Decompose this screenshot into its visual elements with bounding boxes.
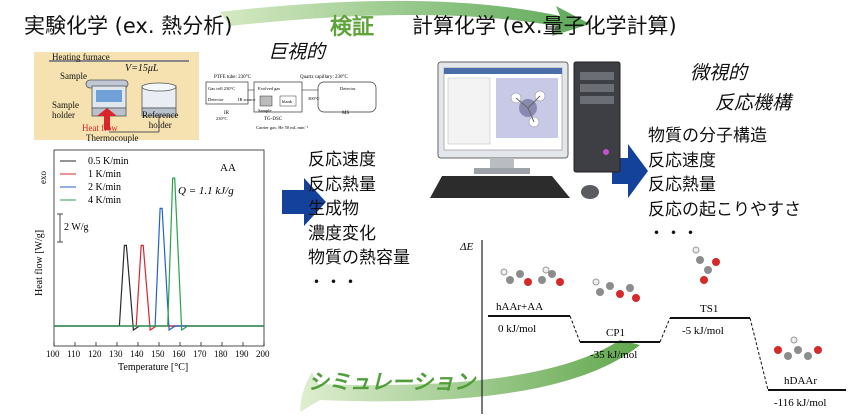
carrier-label: Carrier gas: He 50 mL min⁻¹ xyxy=(256,125,309,130)
ptfe-label: PTFE tube: 230°C xyxy=(214,75,252,80)
x-tick-label: 170 xyxy=(193,349,207,359)
arrow-to-comp-list xyxy=(612,144,648,198)
tg-dsc-label: TG-DSC xyxy=(264,117,283,122)
molecule-icon xyxy=(500,266,564,286)
comp-item-likelihood: 反応の起こりやすさ xyxy=(648,199,801,220)
ir-source-label: IR source xyxy=(238,97,255,102)
bottom-cycle-arrow xyxy=(300,340,640,412)
x-tick-label: 100 xyxy=(46,349,60,359)
comp-item-structure: 物質の分子構造 xyxy=(648,126,767,146)
legend-series-1: 0.5 K/min xyxy=(88,156,129,167)
arrow-to-exp-list xyxy=(282,178,326,226)
legend-series-3: 2 K/min xyxy=(88,182,121,193)
x-tick-label: 180 xyxy=(214,349,228,359)
simulation-label: シミュレーション xyxy=(308,370,476,394)
x-tick-label: 150 xyxy=(151,349,165,359)
quartz-label: Quartz capillary: 230°C xyxy=(300,75,348,80)
experimental-list: 反応速度 反応熱量 生成物 濃度変化 物質の熱容量 ・・・ xyxy=(308,148,410,295)
tg-dsc-schematic: PTFE tube: 230°C Quartz capillary: 230°C… xyxy=(200,70,384,132)
x-axis-label: Temperature [°C] xyxy=(118,362,188,373)
furnace-volume: V=15μL xyxy=(125,63,159,74)
macro-label: 巨視的 xyxy=(268,41,326,63)
exp-item-concentration: 濃度変化 xyxy=(308,223,376,244)
sample-label: Sample xyxy=(60,71,87,81)
temp230-label: 230°C xyxy=(216,116,228,121)
temp300-label: 300°C xyxy=(308,96,320,101)
comp-item-etc: ・・・ xyxy=(648,224,699,244)
state-energy-0: 0 kJ/mol xyxy=(498,323,536,335)
state-energy-1: -35 kJ/mol xyxy=(590,349,637,361)
heating-furnace-panel xyxy=(34,52,199,140)
experimental-title: 実験化学 (ex. 熱分析) xyxy=(24,14,233,38)
exp-item-heat: 反応熱量 xyxy=(308,174,376,195)
exp-item-heat-capacity: 物質の熱容量 xyxy=(308,248,410,268)
state-energy-2: -5 kJ/mol xyxy=(682,325,724,337)
delta-e-label: ΔE xyxy=(460,241,473,253)
ir-label: IR xyxy=(224,111,230,116)
exp-item-product: 生成物 xyxy=(308,199,359,219)
legend: 0.5 K/min 1 K/min 2 K/min 4 K/min xyxy=(60,156,129,206)
x-tick-label: 110 xyxy=(67,349,81,359)
computer-illustration xyxy=(430,61,621,199)
x-tick-label: 200 xyxy=(256,349,270,359)
x-tick-label: 190 xyxy=(235,349,249,359)
x-tick-label: 140 xyxy=(130,349,144,359)
scale-bar-label: 2 W/g xyxy=(64,222,89,233)
state-name-3: hDAAr xyxy=(784,375,817,387)
detector-right-label: Detector xyxy=(340,86,356,91)
exp-item-etc: ・・・ xyxy=(308,272,359,293)
molecule-icon xyxy=(692,246,720,284)
y-axis-label: Heat flow [W/g] xyxy=(34,230,45,296)
ms-label: MS xyxy=(342,111,349,116)
furnace-drawing xyxy=(34,52,199,140)
gas-cell-label: Gas cell 230°C xyxy=(208,86,235,91)
computational-list: 物質の分子構造 反応速度 反応熱量 反応の起こりやすさ ・・・ xyxy=(648,124,801,247)
verification-label: 検証 xyxy=(330,15,375,40)
chart-title: AA xyxy=(220,162,236,174)
state-name-0: hAAr+AA xyxy=(496,301,543,313)
sample-small-label: Sample xyxy=(258,108,272,113)
detector-left-label: Detector xyxy=(208,97,224,102)
legend-series-4: 4 K/min xyxy=(88,195,121,206)
dsc-series-line xyxy=(54,177,264,332)
heat-flow-label: Heat flow xyxy=(82,123,118,133)
exo-label: exo xyxy=(38,171,48,184)
computational-title: 計算化学 (ex.量子化学計算) xyxy=(412,14,677,38)
x-tick-label: 130 xyxy=(109,349,123,359)
evolved-gas-label: Evolved gas xyxy=(258,86,280,91)
dsc-chart: 100 110 120 130 140 150 160 170 180 190 200 0.5 K/… xyxy=(34,149,270,373)
state-name-1: CP1 xyxy=(606,327,625,339)
molecule-icon xyxy=(592,278,640,302)
chart-annotation: Q = 1.1 kJ/g xyxy=(178,185,234,197)
molecule-icon xyxy=(774,336,822,360)
blank-label: blank xyxy=(282,99,293,104)
x-tick-label: 160 xyxy=(172,349,186,359)
comp-item-rate: 反応速度 xyxy=(648,150,716,171)
mechanism-label: 反応機構 xyxy=(715,92,792,114)
top-cycle-arrow xyxy=(220,0,590,36)
micro-label: 微視的 xyxy=(690,62,748,84)
furnace-title: Heating furnace xyxy=(52,52,110,62)
state-name-2: TS1 xyxy=(700,303,718,315)
legend-series-2: 1 K/min xyxy=(88,169,121,180)
exp-item-rate: 反応速度 xyxy=(308,150,376,170)
energy-diagram: ΔE hAAr+AA 0 kJ/mol CP1 -35 kJ/mol TS1 -… xyxy=(460,240,846,414)
comp-item-heat: 反応熱量 xyxy=(648,175,716,195)
state-energy-3: -116 kJ/mol xyxy=(774,397,826,409)
thermocouple-label: Thermocouple xyxy=(86,133,139,143)
x-tick-label: 120 xyxy=(88,349,102,359)
